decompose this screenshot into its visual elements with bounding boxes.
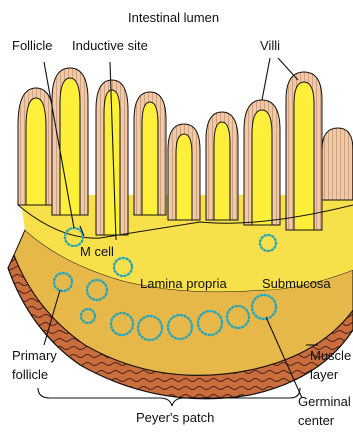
villi-leader [278,58,298,80]
villi-group [18,68,353,235]
germinal-center-label-line2: center [298,411,351,430]
m-cell-label: M cell [80,244,114,260]
intestinal-lumen-label: Intestinal lumen [128,10,219,26]
primary-follicle-label: Primary follicle [12,346,57,384]
follicle-label: Follicle [12,38,52,54]
villi-label: Villi [260,38,280,54]
inductive-site-label: Inductive site [72,38,148,54]
germinal-center-label-line1: Germinal [298,392,351,411]
peyers-patch-label: Peyer's patch [136,410,214,426]
muscle-layer-label-line1: Muscle [310,346,351,365]
muscle-layer-label: Muscle layer [310,346,351,384]
lamina-propria-label: Lamina propria [140,276,227,292]
muscle-layer-label-line2: layer [310,365,351,384]
villi-leader [262,58,270,100]
primary-follicle-label-line1: Primary [12,346,57,365]
germinal-center-label: Germinal center [298,392,351,430]
villus [322,128,353,200]
primary-follicle-label-line2: follicle [12,365,57,384]
submucosa-label: Submucosa [262,276,331,292]
